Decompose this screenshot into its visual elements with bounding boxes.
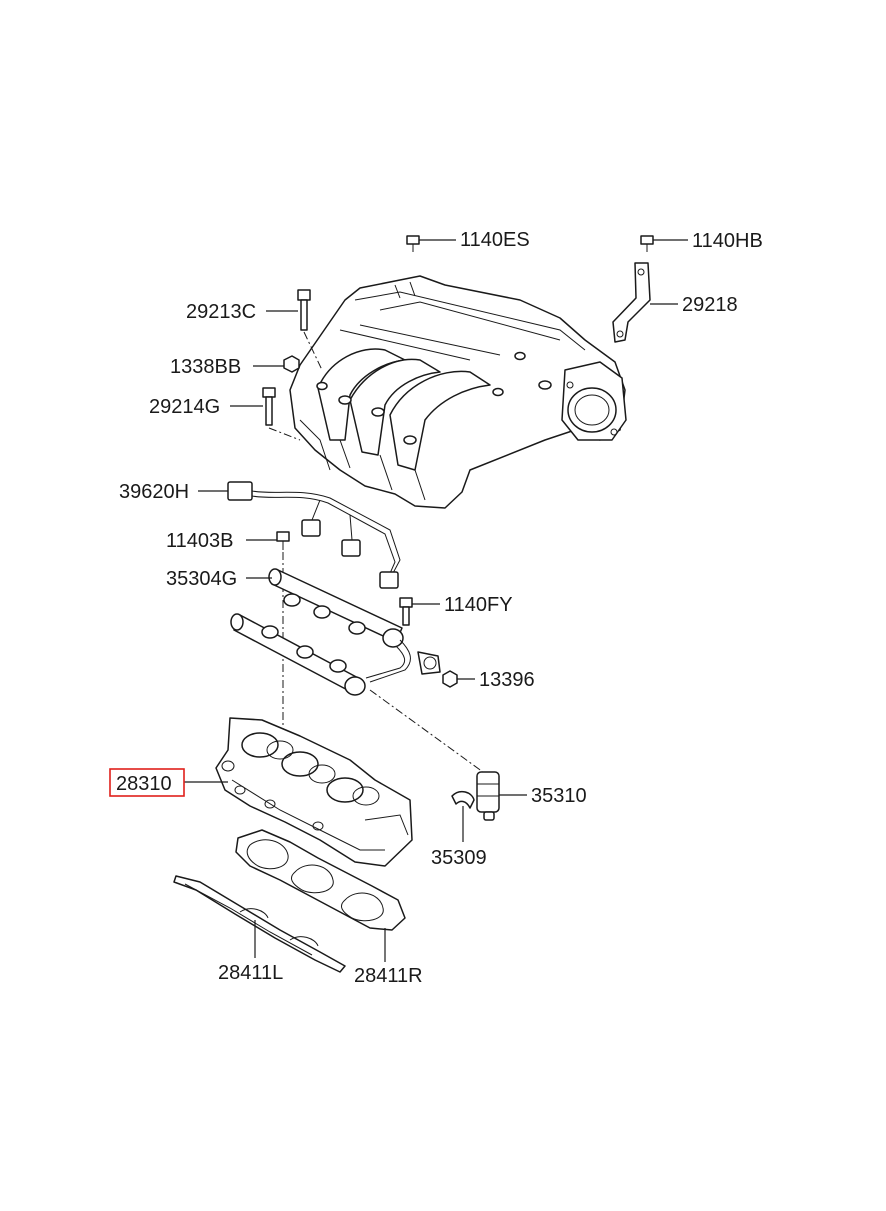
bolt-1140hb[interactable] — [640, 235, 654, 252]
nut-1338bb[interactable] — [283, 355, 300, 373]
wiring-harness-39620h[interactable] — [227, 481, 401, 589]
label-1338bb[interactable]: 1338BB — [170, 356, 241, 378]
part-labels: 1140ES 1140HB 29213C 29218 1338BB 29214G… — [116, 229, 763, 987]
bolt-1140es[interactable] — [406, 235, 420, 252]
lower-intake-manifold-28310[interactable] — [215, 717, 413, 867]
bolt-29214g[interactable] — [262, 387, 301, 441]
label-29213c[interactable]: 29213C — [186, 301, 256, 323]
label-35304g[interactable]: 35304G — [166, 568, 237, 590]
label-13396[interactable]: 13396 — [479, 669, 535, 691]
upper-intake-manifold[interactable] — [289, 275, 627, 509]
bracket-29218[interactable] — [612, 262, 651, 343]
fuel-injector-35310[interactable] — [476, 771, 500, 821]
label-35309[interactable]: 35309 — [431, 847, 487, 869]
gasket-28411l[interactable] — [173, 875, 346, 973]
label-1140es[interactable]: 1140ES — [460, 229, 530, 251]
nut-13396[interactable] — [442, 670, 458, 688]
bolt-11403b[interactable] — [276, 531, 290, 730]
gasket-28411r[interactable] — [235, 829, 406, 931]
label-11403b[interactable]: 11403B — [166, 530, 233, 552]
bolt-29213c[interactable] — [297, 289, 323, 371]
highlight-box-28310 — [109, 768, 185, 797]
leader-lines — [184, 239, 688, 962]
label-29218[interactable]: 29218 — [682, 294, 738, 316]
label-1140fy[interactable]: 1140FY — [444, 594, 513, 616]
label-28310[interactable]: 28310 — [116, 773, 172, 795]
label-35310[interactable]: 35310 — [531, 785, 587, 807]
label-28411r[interactable]: 28411R — [354, 965, 423, 987]
injector-clip-35309[interactable] — [451, 790, 475, 809]
label-39620h[interactable]: 39620H — [119, 481, 189, 503]
label-1140hb[interactable]: 1140HB — [692, 230, 763, 252]
label-29214g[interactable]: 29214G — [149, 396, 220, 418]
label-28411l[interactable]: 28411L — [218, 962, 283, 984]
bolt-1140fy[interactable] — [399, 597, 413, 626]
fuel-rail-35304g[interactable] — [230, 568, 484, 773]
